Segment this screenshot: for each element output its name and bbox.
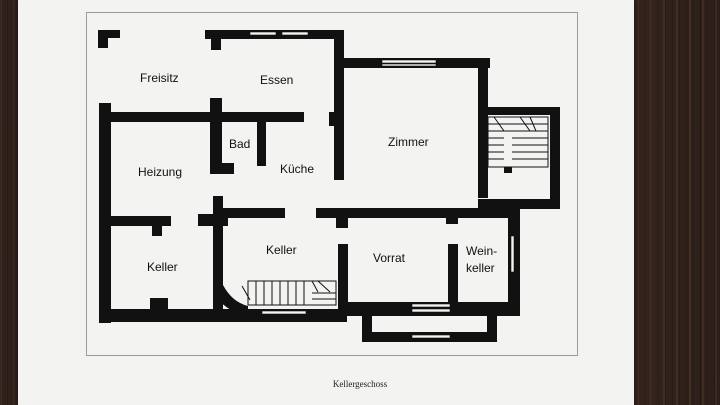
- wall-segment: [478, 199, 560, 209]
- stair-step: [317, 280, 331, 293]
- windows: [249, 31, 515, 339]
- room-label-freisitz: Freisitz: [140, 71, 179, 85]
- wall-segment: [448, 244, 458, 304]
- window: [281, 31, 309, 36]
- stair-step: [519, 116, 531, 132]
- wall-segment: [478, 58, 488, 198]
- window: [249, 31, 277, 36]
- wall-segment: [210, 112, 222, 174]
- window: [411, 308, 451, 313]
- room-label-kueche: Küche: [280, 162, 315, 176]
- wall-segment: [478, 107, 560, 115]
- stair-step: [241, 285, 251, 301]
- wall-segment: [99, 112, 304, 122]
- plan-caption: Kellergeschoss: [332, 379, 388, 389]
- room-label-essen: Essen: [260, 73, 294, 87]
- stair-step: [493, 116, 505, 132]
- wall-segment: [329, 112, 339, 126]
- wall-segment: [334, 30, 344, 180]
- wall-segment: [211, 30, 221, 50]
- wall-segment: [213, 285, 248, 316]
- wall-segment: [98, 30, 108, 48]
- room-label-keller-middle: Keller: [266, 243, 297, 257]
- room-label-bad: Bad: [229, 137, 251, 151]
- stairs-right: [487, 116, 549, 168]
- wall-segment: [223, 208, 285, 218]
- plan-frame: [86, 12, 578, 356]
- room-label-zimmer: Zimmer: [388, 135, 429, 149]
- room-label-vorrat: Vorrat: [373, 251, 406, 265]
- wall-segment: [99, 309, 347, 322]
- walls: [98, 30, 560, 342]
- wall-segment: [152, 216, 162, 236]
- stair-step: [529, 116, 537, 132]
- wall-segment: [487, 314, 497, 340]
- room-label-weinkeller-line2: keller: [466, 261, 495, 275]
- wall-segment: [338, 244, 348, 314]
- wall-segment: [257, 122, 266, 166]
- window: [381, 63, 437, 67]
- window: [261, 310, 307, 315]
- wall-segment: [98, 30, 120, 38]
- wall-segment: [336, 208, 348, 228]
- wall-segment: [446, 208, 458, 224]
- wall-segment: [150, 298, 168, 310]
- room-label-heizung: Heizung: [138, 165, 183, 179]
- wall-segment: [99, 216, 171, 226]
- stair-step: [311, 280, 319, 293]
- window: [411, 303, 451, 308]
- wall-segment: [99, 103, 111, 323]
- wall-segment: [362, 314, 372, 340]
- wall-segment: [316, 208, 520, 218]
- wall-segment: [213, 196, 223, 321]
- wall-segment: [550, 107, 560, 209]
- room-label-weinkeller-line1: Wein-: [466, 244, 498, 258]
- window: [510, 235, 515, 273]
- room-label-keller-left: Keller: [147, 260, 178, 274]
- window: [381, 59, 437, 64]
- stairs-bottom: [241, 280, 337, 306]
- window: [411, 334, 451, 339]
- wall-segment: [210, 163, 234, 174]
